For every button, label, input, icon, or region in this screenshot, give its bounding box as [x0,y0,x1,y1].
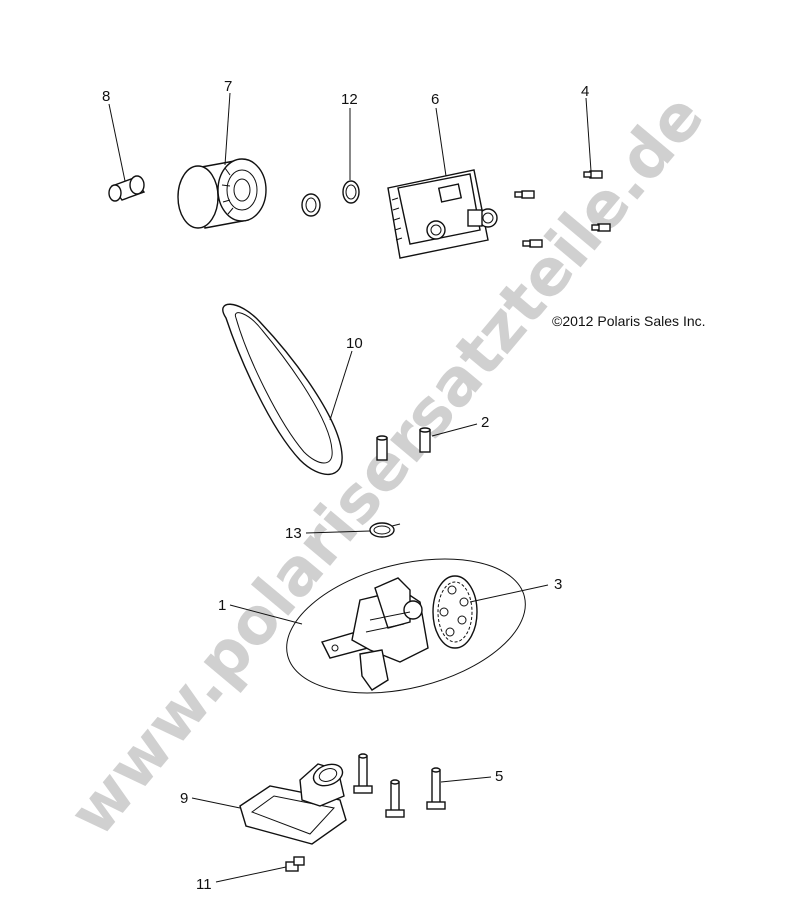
callout-6: 6 [431,91,439,108]
callout-11: 11 [196,876,212,893]
callout-7: 7 [224,78,232,95]
leader-lines [108,92,592,883]
copyright-text: ©2012 Polaris Sales Inc. [552,313,706,329]
part-9-strainer [239,763,347,845]
part-12-o-rings [301,180,360,217]
callout-2: 2 [481,414,489,431]
part-13-clip [369,522,401,538]
part-11-bolt [285,856,305,872]
callout-labels: 8 7 12 6 4 10 2 13 1 3 5 9 11 [102,78,589,893]
callout-12: 12 [341,91,358,108]
part-2-dowel-pins [376,427,431,461]
watermark-text: www.polarisersatzteile.de [56,80,719,850]
callout-1: 1 [218,597,226,614]
part-8-sleeve [108,175,146,202]
part-3-sprocket [432,575,478,649]
part-10-chain [222,303,343,476]
callout-8: 8 [102,88,110,105]
callout-4: 4 [581,83,589,100]
part-6-oil-cooler [387,169,498,259]
part-1-oil-pump [286,558,526,694]
callout-3: 3 [554,576,562,593]
callout-5: 5 [495,768,503,785]
part-7-oil-filter [177,158,267,229]
part-4-screws [514,170,611,248]
callout-10: 10 [346,335,363,352]
callout-13: 13 [285,525,302,542]
part-5-bolts [353,753,446,818]
callout-9: 9 [180,790,188,807]
